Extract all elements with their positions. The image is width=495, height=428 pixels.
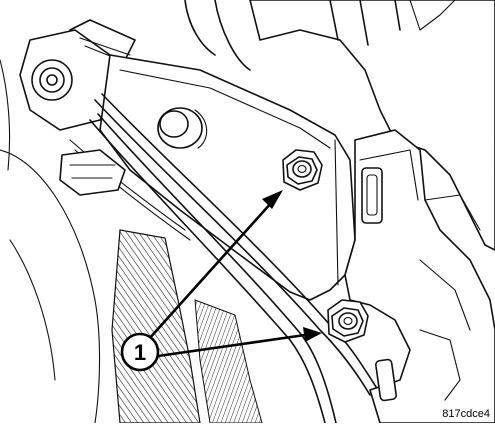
hatched-shadow-region bbox=[111, 229, 263, 424]
arrowhead-lower bbox=[303, 327, 322, 342]
leader-arrow-upper bbox=[147, 201, 273, 341]
leader-arrow-lower bbox=[157, 333, 306, 358]
pivot-boss bbox=[157, 107, 208, 149]
figure-code: 817cdce4 bbox=[442, 408, 490, 420]
cable-clip-assembly bbox=[19, 19, 136, 131]
callout-label: 1 bbox=[134, 340, 146, 365]
arrowhead-upper bbox=[262, 190, 283, 209]
background-body-panel bbox=[0, 59, 101, 424]
lower-mounting-nut bbox=[327, 299, 369, 343]
callout-leaders bbox=[147, 190, 322, 358]
callout-1: 1 bbox=[120, 332, 160, 372]
upper-mounting-nut bbox=[282, 149, 323, 191]
lower-cable-clip bbox=[59, 149, 126, 196]
